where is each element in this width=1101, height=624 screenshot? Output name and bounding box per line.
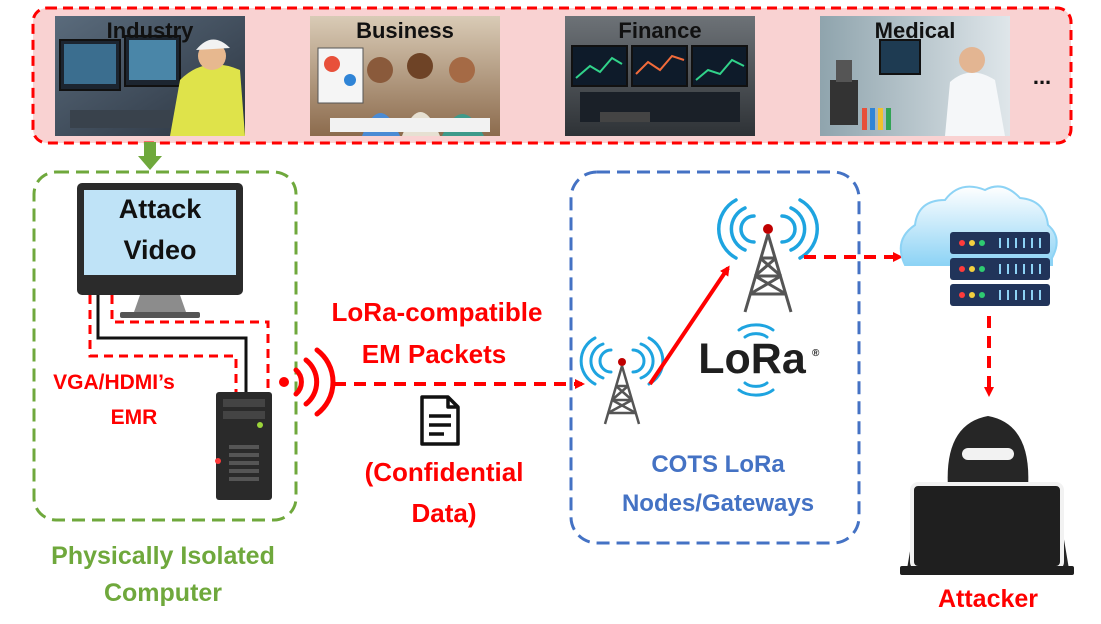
document-icon <box>420 395 460 446</box>
scenario-label-business: Business <box>356 18 454 43</box>
emr-path <box>88 295 238 392</box>
scenario-business-image <box>310 16 500 136</box>
emr-label-line2: EMR <box>111 406 158 429</box>
attacker-label: Attacker <box>938 585 1038 613</box>
confidential-label-line2: Data) <box>411 498 476 528</box>
isolated-label-line2: Computer <box>104 579 222 607</box>
pc-tower-icon <box>215 392 272 500</box>
emr-path-outer <box>110 295 270 392</box>
isolated-computer-frame <box>32 170 298 522</box>
monitor-text-line2: Video <box>123 235 196 265</box>
monitor-text-line1: Attack <box>119 194 203 224</box>
monitor-icon <box>77 183 243 318</box>
scenario-industry-image <box>55 16 245 136</box>
cloud-server-icon <box>899 185 1058 306</box>
scenario-medical-image <box>820 16 1010 136</box>
video-cable <box>96 295 248 392</box>
emission-waves-icon <box>279 347 336 417</box>
lora-gateways-frame <box>569 170 861 545</box>
emr-label-line1: VGA/HDMI’s <box>53 371 175 394</box>
lora-gateway-tower-icon <box>717 198 819 313</box>
down-arrow-icon <box>138 142 162 170</box>
uplink-arrow <box>648 265 730 386</box>
hacker-icon <box>900 416 1074 575</box>
scenario-label-medical: Medical <box>875 18 956 43</box>
scenario-more: ... <box>1033 64 1051 89</box>
scenario-finance-image <box>565 16 755 136</box>
gateways-label-line2: Nodes/Gateways <box>622 490 814 517</box>
lora-logo-mark: ® <box>812 348 820 359</box>
scenario-label-finance: Finance <box>618 18 701 43</box>
gateways-label-line1: COTS LoRa <box>651 451 785 478</box>
isolated-label-line1: Physically Isolated <box>51 542 275 570</box>
packets-label-line2: EM Packets <box>362 339 507 369</box>
scenario-label-industry: Industry <box>107 18 195 43</box>
lora-logo: LoRa ® <box>698 323 820 397</box>
packets-label-line1: LoRa-compatible <box>332 297 543 327</box>
lora-node-tower-icon <box>579 336 665 425</box>
scenario-band <box>31 6 1073 145</box>
confidential-label-line1: (Confidential <box>365 457 524 487</box>
lora-logo-text: LoRa <box>698 335 807 383</box>
